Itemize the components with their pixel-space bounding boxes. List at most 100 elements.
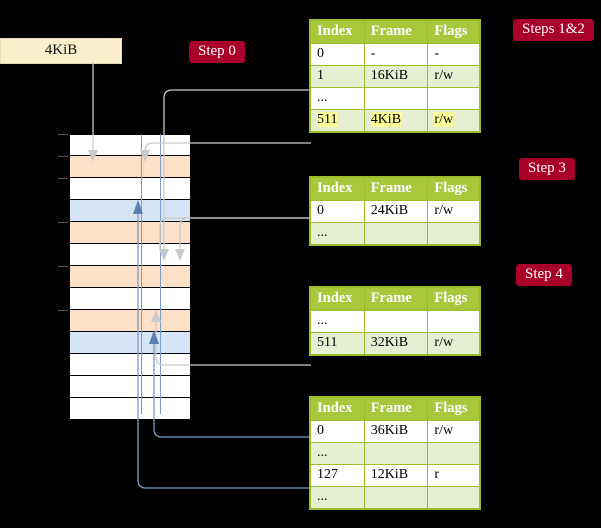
grid-tick xyxy=(58,266,68,267)
wire-t2row0-to-grid xyxy=(159,217,311,251)
column-header-index: Index xyxy=(310,177,365,201)
table-row: 511 4KiB r/w xyxy=(310,109,480,132)
cell-frame: 24KiB xyxy=(363,200,429,223)
column-header-index: Index xyxy=(310,287,365,311)
arrowhead-t2row0-to-grid xyxy=(175,249,185,261)
column-header-flags: Flags xyxy=(427,287,480,311)
cell-flags: r xyxy=(427,464,480,487)
column-header-index: Index xyxy=(310,397,365,421)
cell-flags xyxy=(427,310,480,333)
cell-index: ... xyxy=(310,87,365,110)
cell-frame xyxy=(363,222,429,245)
cell-frame: 32KiB xyxy=(363,332,429,355)
source-frame-label: 4KiB xyxy=(44,42,78,58)
cell-index: 127 xyxy=(310,464,365,487)
cell-index: 1 xyxy=(310,65,365,88)
cell-flags xyxy=(427,222,480,245)
cell-frame xyxy=(363,87,429,110)
arrowhead-t3row511-to-grid xyxy=(151,310,161,322)
cell-flags: r/w xyxy=(427,332,480,355)
table-row: ... xyxy=(310,87,480,110)
table-row: ... xyxy=(310,310,480,333)
cell-flags xyxy=(427,486,480,509)
cell-flags: r/w xyxy=(427,200,480,223)
wire-t4row0-to-grid xyxy=(153,342,311,438)
step-label-step3: Step 3 xyxy=(519,158,575,180)
step-label-step0: Step 0 xyxy=(189,41,245,63)
cell-flags xyxy=(427,87,480,110)
cell-index: ... xyxy=(310,442,365,465)
cell-index: 0 xyxy=(310,43,365,66)
step-label-step4: Step 4 xyxy=(516,264,572,286)
step-label-steps-1-and-2: Steps 1&2 xyxy=(513,19,594,41)
cell-flags: r/w xyxy=(427,420,480,443)
table-row: ... xyxy=(310,222,480,245)
column-header-index: Index xyxy=(310,20,365,44)
source-frame-box: 4KiB xyxy=(0,38,122,64)
arrowhead-t1row511-to-grid xyxy=(140,150,150,162)
cell-index: ... xyxy=(310,222,365,245)
arrowhead-t4row0-to-grid xyxy=(149,330,159,344)
cell-frame: 36KiB xyxy=(363,420,429,443)
column-header-frame: Frame xyxy=(363,397,429,421)
column-header-flags: Flags xyxy=(427,20,480,44)
table-row: ... xyxy=(310,486,480,509)
column-header-frame: Frame xyxy=(363,177,429,201)
table-row: 0-- xyxy=(310,43,480,66)
cell-index: 0 xyxy=(310,200,365,223)
cell-frame xyxy=(363,310,429,333)
cell-frame xyxy=(363,486,429,509)
cell-flags: r/w xyxy=(427,109,480,132)
column-header-flags: Flags xyxy=(427,397,480,421)
arrowhead-t4row127-to-grid xyxy=(133,200,143,214)
cell-index: ... xyxy=(310,486,365,509)
cell-index: 511 xyxy=(310,109,365,132)
cell-frame: 16KiB xyxy=(363,65,429,88)
wire-t4row127-to-grid xyxy=(137,212,311,489)
wire-t3row511-to-grid xyxy=(155,320,311,366)
column-header-frame: Frame xyxy=(363,287,429,311)
cell-frame xyxy=(363,442,429,465)
highlighted-value: 4KiB xyxy=(370,112,402,127)
grid-tick xyxy=(58,156,68,157)
wire-t2row0-branch xyxy=(179,217,311,251)
cell-frame: 4KiB xyxy=(363,109,429,132)
grid-rail-left xyxy=(141,134,142,414)
grid-rail-right xyxy=(160,134,161,414)
column-header-flags: Flags xyxy=(427,177,480,201)
arrowhead-source-to-grid xyxy=(88,150,98,162)
grid-tick xyxy=(58,178,68,179)
cell-frame: 12KiB xyxy=(363,464,429,487)
column-header-frame: Frame xyxy=(363,20,429,44)
highlighted-value: r/w xyxy=(434,112,454,127)
highlighted-value: 511 xyxy=(317,112,338,127)
memory-frame-grid xyxy=(58,134,190,420)
cell-index: 511 xyxy=(310,332,365,355)
grid-tick xyxy=(58,310,68,311)
wire-t1row1-to-grid xyxy=(163,89,311,251)
cell-flags: r/w xyxy=(427,65,480,88)
cell-index: 0 xyxy=(310,420,365,443)
arrowhead-t1row1-to-grid xyxy=(159,249,169,261)
grid-tick xyxy=(58,134,68,135)
cell-flags xyxy=(427,442,480,465)
grid-tick xyxy=(58,222,68,223)
cell-flags: - xyxy=(427,43,480,66)
cell-frame: - xyxy=(363,43,429,66)
wire-t1row511-to-grid xyxy=(144,142,311,152)
cell-index: ... xyxy=(310,310,365,333)
